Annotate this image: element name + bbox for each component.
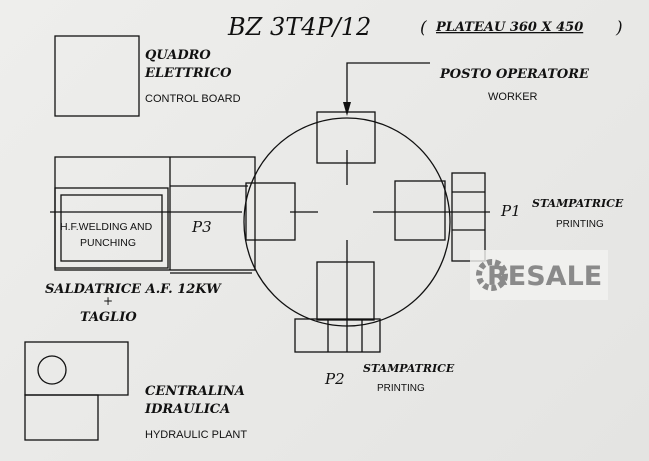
title-plateau: PLATEAU 360 X 450 (435, 20, 583, 35)
printer-p2-en: PRINTING (377, 383, 425, 394)
gear-icon (476, 259, 508, 291)
watermark-text: RESALE (487, 261, 602, 292)
printer-p1-it: STAMPATRICE (532, 197, 624, 210)
hydraulic-unit-box (24, 341, 129, 396)
control-board-en: CONTROL BOARD (145, 93, 241, 105)
title-model: BZ 3T4P/12 (227, 13, 371, 41)
hydraulic-tank-icon (37, 355, 67, 385)
welding-unit-outline (54, 156, 256, 271)
operator-en: WORKER (488, 91, 538, 103)
watermark-bg (470, 250, 608, 300)
station-p2: P2 (324, 370, 345, 388)
printer-p1 (451, 172, 486, 262)
printer-p2-it: STAMPATRICE (363, 362, 455, 375)
printer-p1-en: PRINTING (556, 219, 604, 230)
hydraulic-it-1: CENTRALINA (145, 384, 245, 399)
arrow-head-icon (343, 102, 351, 116)
welding-it-2: TAGLIO (80, 310, 137, 325)
welding-en-2: PUNCHING (80, 237, 136, 249)
station-p1: P1 (500, 202, 521, 220)
station-left (245, 182, 296, 241)
title-open-paren: ( (420, 18, 427, 38)
welding-en-1: H.F.WELDING AND (60, 221, 153, 233)
hydraulic-lower-box (24, 394, 99, 441)
printer-p2 (294, 318, 381, 353)
hydraulic-en: HYDRAULIC PLANT (145, 429, 247, 441)
station-bottom (316, 261, 375, 321)
operator-arrow (346, 62, 430, 112)
operator-it: POSTO OPERATORE (439, 67, 590, 82)
station-right (394, 180, 446, 241)
control-board-it-1: QUADRO (145, 48, 211, 63)
title-close-paren: ) (615, 18, 623, 38)
welding-plus: + (103, 294, 113, 308)
welding-it-1: SALDATRICE A.F. 12KW (45, 282, 222, 297)
station-p3: P3 (191, 218, 212, 236)
station-top (316, 111, 376, 164)
control-board-it-2: ELETTRICO (144, 66, 232, 81)
welding-station-box (54, 187, 169, 269)
control-board-box (54, 35, 140, 117)
hydraulic-it-2: IDRAULICA (144, 402, 230, 417)
